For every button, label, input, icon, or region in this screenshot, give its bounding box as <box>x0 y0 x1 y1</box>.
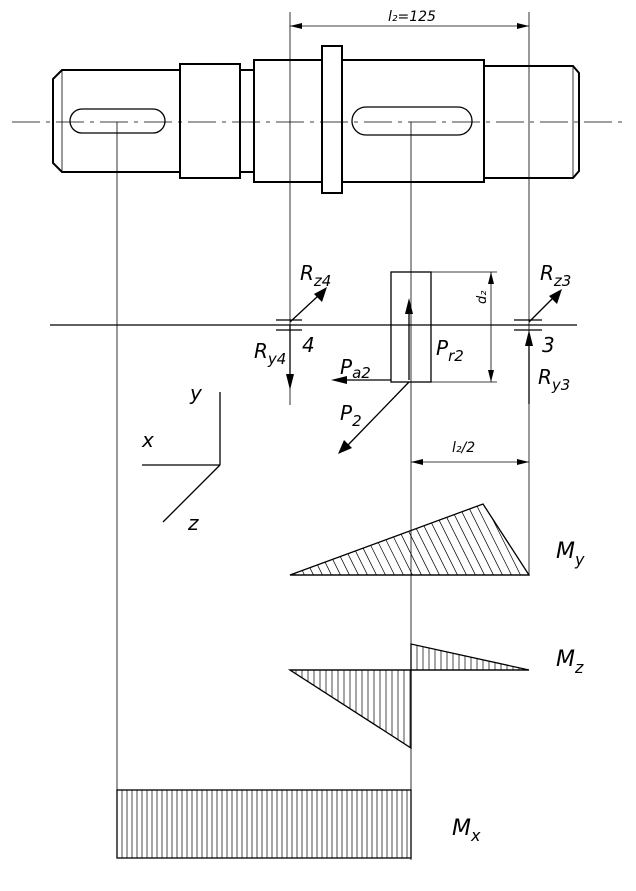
my-area <box>289 503 531 576</box>
span-label: l₂=125 <box>388 9 436 25</box>
hatch-line <box>311 504 353 575</box>
shaft-journal-left <box>179 63 241 179</box>
rz4-label: Rz4 <box>300 261 331 290</box>
mz-diagram: Mz <box>287 643 584 750</box>
mz-area-left <box>287 669 412 750</box>
force-scheme: d₂ Pr2 Pa2 P2 4 Rz4 Ry4 3 Rz3 <box>50 261 577 465</box>
pa2-label: Pa2 <box>340 355 371 382</box>
p2-arrowhead <box>338 440 352 454</box>
hatch-line <box>455 504 497 575</box>
hatch-line <box>365 504 407 575</box>
ry4-arrowhead <box>286 374 294 390</box>
pr2-arrowhead <box>405 298 413 314</box>
hatch-line <box>290 504 326 575</box>
p2-label: P2 <box>340 401 362 430</box>
hatch-line <box>347 504 389 575</box>
keyway-left <box>69 108 166 134</box>
my-diagram: My <box>240 500 585 580</box>
axis-x-label: x <box>141 428 154 452</box>
hatch-line <box>290 504 308 575</box>
hatch-line <box>464 504 506 575</box>
hatch-line <box>374 504 416 575</box>
hatch-line <box>338 504 380 575</box>
ry3-label: Ry3 <box>538 365 570 394</box>
rz4-arrowhead <box>314 287 327 302</box>
hatch-line <box>240 500 280 580</box>
shaft-left-end <box>52 69 181 173</box>
hatch-line <box>491 504 529 575</box>
keyway-right <box>351 106 473 136</box>
hatch-line <box>290 504 299 575</box>
rz3-arrowhead <box>549 289 562 304</box>
hatch-line <box>383 504 425 575</box>
hatch-line <box>320 504 362 575</box>
rz3-label: Rz3 <box>540 261 571 290</box>
mx-diagram: Mx <box>116 789 481 859</box>
hatch-line <box>329 504 371 575</box>
hatch-line <box>437 504 479 575</box>
shaft-middle <box>253 59 323 183</box>
gear-diameter-label: d₂ <box>475 291 490 304</box>
hatch-line <box>410 504 452 575</box>
hatch-line <box>473 504 515 575</box>
support-4-label: 4 <box>302 333 315 357</box>
hatch-line <box>356 504 398 575</box>
mz-label: Mz <box>556 647 584 677</box>
hatch-line <box>482 504 524 575</box>
hatch-line <box>401 504 443 575</box>
axis-y-label: y <box>189 381 203 405</box>
hatch-line <box>290 504 317 575</box>
hatch-line <box>509 504 529 575</box>
mx-label: Mx <box>452 816 481 845</box>
ry3-arrowhead <box>525 330 533 346</box>
hatch-line <box>392 504 434 575</box>
hatch-line <box>419 504 461 575</box>
hatch-line <box>249 500 289 580</box>
dimension-span: l₂=125 <box>289 9 530 575</box>
support-3-label: 3 <box>542 333 555 357</box>
gear-body <box>390 271 432 383</box>
pa2-arrowhead <box>331 376 347 384</box>
shaft-gear-seat <box>341 59 485 183</box>
half-span-label: l₂/2 <box>452 440 475 456</box>
coordinate-axes: y x z <box>141 381 221 535</box>
ry4-label: Ry4 <box>254 339 286 368</box>
hatch-line <box>293 504 335 575</box>
hatch-line <box>446 504 488 575</box>
my-label: My <box>556 539 585 569</box>
pr2-label: Pr2 <box>436 336 464 365</box>
shaft-collar <box>321 45 343 194</box>
shaft-drawing <box>12 45 624 194</box>
axis-z-label: z <box>187 511 199 535</box>
